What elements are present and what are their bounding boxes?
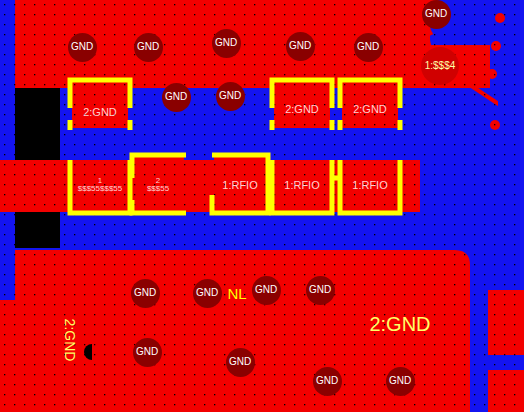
- net-name: GND: [215, 38, 237, 49]
- pad-label: 1:RFIO: [352, 180, 387, 192]
- pad-label: $$$55: [147, 185, 169, 193]
- gnd-via: GND: [286, 32, 315, 61]
- net-name: GND: [357, 42, 379, 53]
- gnd-via: GND: [162, 83, 191, 112]
- gnd-via: GND: [212, 29, 241, 58]
- smd-pad: 1:$$$4: [421, 47, 459, 85]
- net-name: GND: [165, 92, 187, 103]
- pad-label: 2:GND: [83, 107, 117, 119]
- pad-outline: [212, 155, 268, 213]
- net-name: GND: [389, 376, 411, 387]
- pad-label: $$$55$$$55: [78, 185, 123, 193]
- gnd-via: GND: [131, 279, 160, 308]
- net-name: GND: [309, 285, 331, 296]
- pad-outline: [132, 155, 186, 213]
- pad-outline: [70, 120, 130, 130]
- pad-label: 2: [156, 177, 160, 185]
- net-name: GND: [196, 288, 218, 299]
- silkscreen-label: 2:GND: [62, 319, 78, 362]
- pad-label: 1:RFIO: [222, 180, 257, 192]
- gnd-via: GND: [193, 279, 222, 308]
- pad-outline: [70, 80, 130, 108]
- gnd-via: GND: [306, 276, 335, 305]
- net-name: GND: [219, 91, 241, 102]
- pad-outline: [70, 160, 130, 213]
- gnd-via: GND: [226, 348, 255, 377]
- net-name: GND: [255, 285, 277, 296]
- smd-pad: 1:RFIO: [342, 175, 398, 197]
- net-name: GND: [136, 347, 158, 358]
- pad-label: 2:GND: [285, 104, 319, 116]
- net-name: GND: [316, 376, 338, 387]
- smd-pad: 1:RFIO: [274, 175, 330, 197]
- net-name: GND: [425, 9, 447, 20]
- net-name: GND: [289, 41, 311, 52]
- silkscreen-label: NL: [227, 285, 246, 302]
- gnd-via: GND: [133, 338, 162, 367]
- net-name: GND: [71, 42, 93, 53]
- gnd-via: GND: [216, 82, 245, 111]
- smd-pad: 2:GND: [342, 99, 398, 121]
- silkscreen-label: 2:GND: [369, 313, 430, 336]
- gnd-via: GND: [252, 276, 281, 305]
- pad-label: 2:GND: [353, 104, 387, 116]
- gnd-via: GND: [422, 0, 451, 29]
- net-name: GND: [134, 288, 156, 299]
- pad-outline: [340, 80, 400, 130]
- pad-outline: [272, 160, 332, 213]
- gnd-via: GND: [313, 367, 342, 396]
- gnd-via: GND: [386, 367, 415, 396]
- smd-pad: 2:GND: [72, 102, 128, 124]
- smd-pad: 2:GND: [274, 99, 330, 121]
- pad-outlines: [70, 80, 400, 213]
- smd-pad: 1:RFIO: [214, 175, 266, 197]
- gnd-via: GND: [354, 33, 383, 62]
- net-name: GND: [137, 42, 159, 53]
- gnd-via: GND: [134, 33, 163, 62]
- pad-label: 1: [98, 177, 102, 185]
- pad-label: 1:RFIO: [284, 180, 319, 192]
- net-name: GND: [229, 357, 251, 368]
- gnd-via: GND: [68, 33, 97, 62]
- pad-label: 1:$$$4: [425, 61, 456, 72]
- smd-pad: 1$$$55$$$55: [71, 165, 129, 205]
- smd-pad: 2$$$55: [133, 165, 183, 205]
- pad-outline: [272, 80, 332, 130]
- pad-outline: [332, 160, 400, 213]
